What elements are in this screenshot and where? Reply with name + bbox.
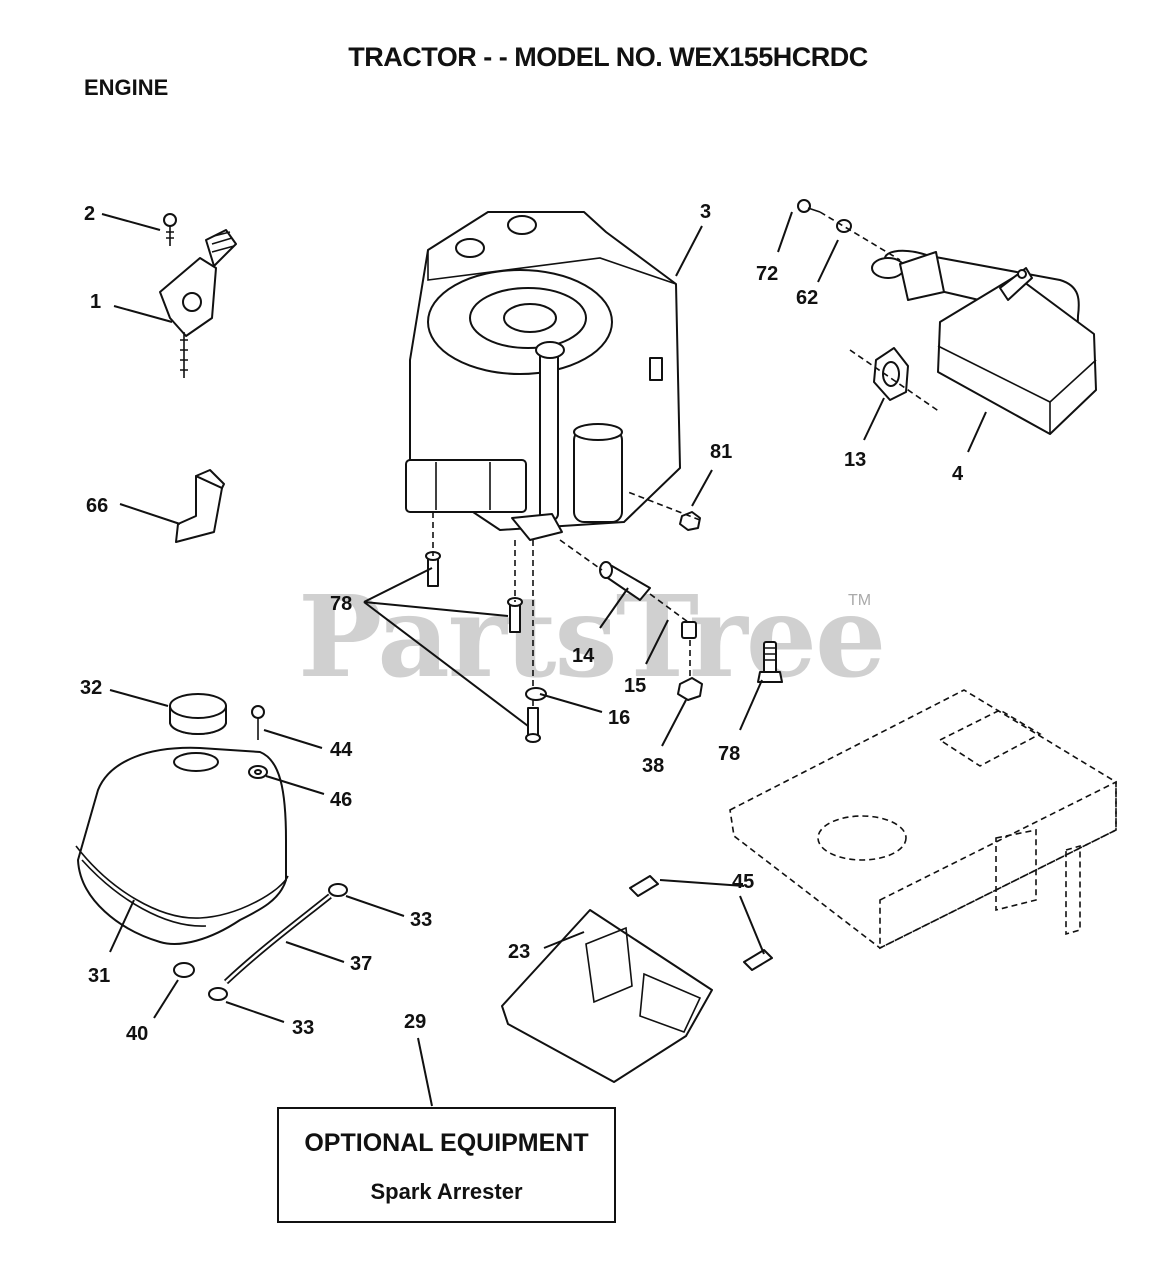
callout-32: 32	[80, 677, 102, 699]
optional-equipment-box: OPTIONAL EQUIPMENT Spark Arrester	[277, 1107, 616, 1223]
tank-screw-part[interactable]	[251, 705, 265, 740]
callout-29: 29	[404, 1011, 426, 1033]
callout-33-bottom: 33	[292, 1017, 314, 1039]
plate-screw-top-part[interactable]	[629, 875, 659, 897]
callout-16: 16	[608, 707, 630, 729]
fuel-tank-part[interactable]	[75, 746, 289, 945]
spacer-part[interactable]	[525, 687, 547, 701]
callout-15: 15	[624, 675, 646, 697]
hose-clamp-bottom-part[interactable]	[208, 987, 228, 1001]
callout-44: 44	[330, 739, 353, 761]
plate-screw-bottom-part[interactable]	[743, 949, 773, 971]
oil-drain-extension-part[interactable]	[599, 561, 651, 601]
optional-equipment-item: Spark Arrester	[370, 1179, 523, 1204]
engine-mount-bolts[interactable]	[425, 551, 541, 743]
hex-nut-part[interactable]	[679, 511, 701, 531]
leader-lines	[101, 211, 987, 1107]
engine-part[interactable]	[405, 211, 681, 541]
trademark-mark: TM	[848, 592, 872, 609]
screw-part[interactable]	[163, 213, 177, 246]
fuel-line-part[interactable]	[223, 893, 332, 985]
hose-clamp-top-part[interactable]	[328, 883, 348, 897]
fuel-cap-part[interactable]	[169, 693, 227, 735]
callout-40: 40	[126, 1023, 148, 1045]
callout-37: 37	[350, 953, 372, 975]
throttle-control-part[interactable]	[159, 229, 237, 378]
callout-81: 81	[710, 441, 732, 463]
callout-33-top: 33	[410, 909, 432, 931]
callout-1: 1	[90, 291, 101, 313]
optional-equipment-title: OPTIONAL EQUIPMENT	[304, 1129, 589, 1157]
oil-drain-cap-part[interactable]	[681, 621, 697, 639]
callout-62: 62	[796, 287, 818, 309]
muffler-part[interactable]	[937, 267, 1097, 435]
page-title: TRACTOR - - MODEL NO. WEX155HCRDC	[348, 42, 868, 72]
callout-78-bolt: 78	[718, 743, 740, 765]
callout-14: 14	[572, 645, 595, 667]
muffler-gasket-part[interactable]	[873, 347, 909, 401]
callout-46: 46	[330, 789, 352, 811]
bracket-part[interactable]	[175, 469, 225, 543]
muffler-bolt-part[interactable]	[797, 199, 821, 213]
engine-plate-part[interactable]	[501, 909, 713, 1083]
tank-washer-part[interactable]	[248, 765, 268, 779]
bolt-part[interactable]	[757, 641, 783, 683]
nut-part[interactable]	[677, 677, 703, 701]
callout-66: 66	[86, 495, 108, 517]
callout-45: 45	[732, 871, 754, 893]
callout-4: 4	[952, 463, 964, 485]
section-title: ENGINE	[84, 75, 169, 100]
callout-31: 31	[88, 965, 110, 987]
callout-3: 3	[700, 201, 711, 223]
callout-23: 23	[508, 941, 530, 963]
callout-38: 38	[642, 755, 664, 777]
callout-72: 72	[756, 263, 778, 285]
callout-13: 13	[844, 449, 866, 471]
callout-78-engine: 78	[330, 593, 352, 615]
callout-2: 2	[84, 203, 95, 225]
tractor-frame	[729, 689, 1117, 950]
grommet-part[interactable]	[173, 962, 195, 978]
